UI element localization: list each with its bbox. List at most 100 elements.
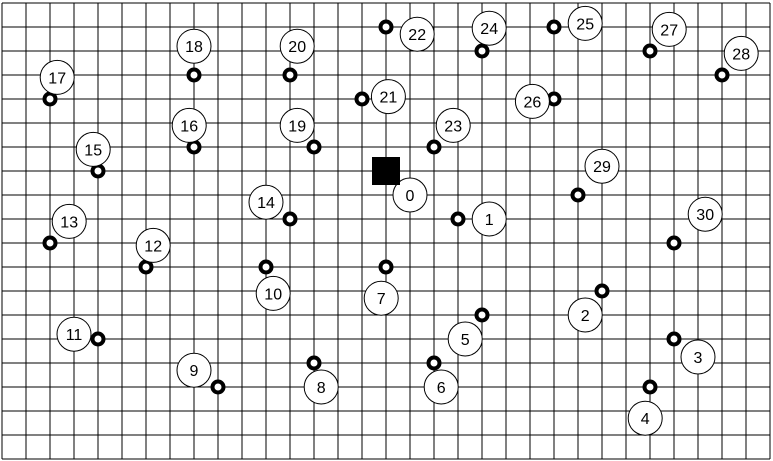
label-node: 5 bbox=[447, 321, 483, 357]
label-node: 29 bbox=[584, 148, 620, 184]
label-text: 11 bbox=[66, 327, 83, 344]
label-circle bbox=[399, 16, 435, 52]
label-text: 25 bbox=[576, 16, 594, 33]
label-text: 0 bbox=[406, 188, 415, 205]
label-node: 10 bbox=[255, 275, 291, 311]
label-circle bbox=[248, 184, 284, 220]
label-node: 23 bbox=[435, 107, 471, 143]
ring-marker-icon bbox=[474, 307, 490, 323]
ring-marker-icon bbox=[90, 331, 106, 347]
label-text: 24 bbox=[480, 21, 498, 38]
label-node: 26 bbox=[514, 83, 550, 119]
label-node: 19 bbox=[279, 107, 315, 143]
label-text: 8 bbox=[317, 380, 326, 397]
label-circle bbox=[423, 369, 459, 405]
label-text: 2 bbox=[581, 308, 590, 325]
ring-marker-icon bbox=[210, 379, 226, 395]
label-text: 4 bbox=[641, 411, 650, 428]
label-circle bbox=[171, 107, 207, 143]
label-node: 12 bbox=[135, 227, 171, 263]
ring-marker-icon bbox=[426, 139, 442, 155]
label-circle bbox=[471, 201, 507, 237]
label-text: 30 bbox=[696, 207, 714, 224]
ring-marker-icon bbox=[426, 355, 442, 371]
label-circle bbox=[135, 227, 171, 263]
label-text: 6 bbox=[437, 380, 446, 397]
label-text: 19 bbox=[288, 118, 306, 135]
ring-marker-icon bbox=[378, 19, 394, 35]
label-circle bbox=[279, 107, 315, 143]
label-circle bbox=[51, 203, 87, 239]
label-node: 14 bbox=[248, 184, 284, 220]
label-circle bbox=[39, 59, 75, 95]
label-text: 13 bbox=[60, 214, 78, 231]
label-node: 2 bbox=[567, 297, 603, 333]
label-layer: 0123456789101112131415161718192021222324… bbox=[39, 5, 759, 436]
label-circle bbox=[392, 177, 428, 213]
label-circle bbox=[687, 196, 723, 232]
label-text: 10 bbox=[264, 286, 282, 303]
label-node: 17 bbox=[39, 59, 75, 95]
ring-marker-icon bbox=[546, 91, 562, 107]
ring-marker-icon bbox=[666, 235, 682, 251]
label-circle bbox=[435, 107, 471, 143]
label-node: 28 bbox=[723, 35, 759, 71]
ring-marker-icon bbox=[450, 211, 466, 227]
ring-marker-icon bbox=[186, 67, 202, 83]
label-circle bbox=[279, 28, 315, 64]
label-node: 27 bbox=[651, 11, 687, 47]
label-text: 5 bbox=[461, 332, 470, 349]
ring-marker-icon bbox=[642, 43, 658, 59]
ring-marker-icon bbox=[666, 331, 682, 347]
label-node: 1 bbox=[471, 201, 507, 237]
label-circle bbox=[176, 28, 212, 64]
label-text: 3 bbox=[694, 350, 703, 367]
ring-marker-icon bbox=[138, 259, 154, 275]
ring-marker-icon bbox=[282, 67, 298, 83]
label-text: 23 bbox=[444, 118, 462, 135]
label-circle bbox=[567, 5, 603, 41]
label-text: 1 bbox=[485, 212, 494, 229]
ring-marker-icon bbox=[186, 139, 202, 155]
label-circle bbox=[303, 369, 339, 405]
label-circle bbox=[363, 280, 399, 316]
label-node: 25 bbox=[567, 5, 603, 41]
ring-marker-icon bbox=[474, 43, 490, 59]
label-text: 15 bbox=[84, 142, 102, 159]
label-node: 22 bbox=[399, 16, 435, 52]
ring-marker-icon bbox=[42, 91, 58, 107]
ring-marker-icon bbox=[354, 91, 370, 107]
ring-marker-icon bbox=[642, 379, 658, 395]
label-node: 4 bbox=[627, 400, 663, 436]
label-node: 20 bbox=[279, 28, 315, 64]
label-node: 7 bbox=[363, 280, 399, 316]
label-node: 8 bbox=[303, 369, 339, 405]
label-node: 0 bbox=[392, 177, 428, 213]
ring-marker-icon bbox=[306, 139, 322, 155]
label-text: 16 bbox=[180, 118, 198, 135]
label-circle bbox=[370, 79, 406, 115]
label-node: 30 bbox=[687, 196, 723, 232]
ring-marker-icon bbox=[90, 163, 106, 179]
ring-marker-icon bbox=[378, 259, 394, 275]
label-circle bbox=[680, 339, 716, 375]
ring-marker-icon bbox=[258, 259, 274, 275]
label-node: 24 bbox=[471, 10, 507, 46]
label-circle bbox=[567, 297, 603, 333]
label-text: 7 bbox=[377, 291, 386, 308]
label-text: 17 bbox=[48, 70, 66, 87]
ring-marker-icon bbox=[282, 211, 298, 227]
label-text: 29 bbox=[593, 159, 611, 176]
ring-marker-icon bbox=[714, 67, 730, 83]
label-circle bbox=[723, 35, 759, 71]
label-text: 27 bbox=[660, 22, 678, 39]
label-circle bbox=[471, 10, 507, 46]
label-node: 16 bbox=[171, 107, 207, 143]
label-node: 9 bbox=[176, 352, 212, 388]
ring-marker-icon bbox=[594, 283, 610, 299]
label-text: 18 bbox=[185, 39, 203, 56]
label-node: 3 bbox=[680, 339, 716, 375]
label-circle bbox=[176, 352, 212, 388]
ring-marker-icon bbox=[42, 235, 58, 251]
